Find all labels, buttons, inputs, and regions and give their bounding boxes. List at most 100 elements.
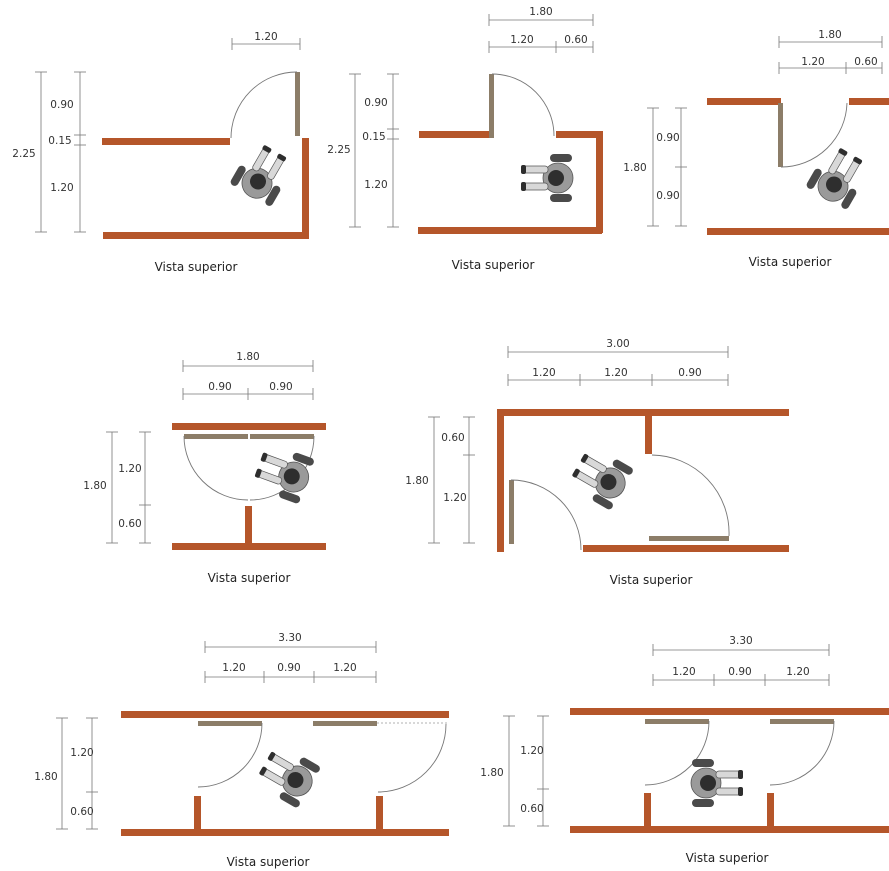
caption: Vista superior bbox=[452, 258, 535, 272]
dim-label: 1.80 bbox=[529, 6, 552, 18]
wall bbox=[103, 232, 309, 239]
wall bbox=[302, 138, 309, 238]
dim-label: 3.30 bbox=[278, 632, 301, 644]
dim-label: 2.25 bbox=[12, 148, 35, 160]
door-leaf bbox=[313, 721, 377, 726]
panel-7: 3.30 1.20 0.90 1.20 1.80 1.20 0.60 Vista… bbox=[480, 635, 889, 865]
dim-label: 2.25 bbox=[327, 144, 350, 156]
dim-label: 1.20 bbox=[118, 463, 141, 475]
panel-3: 1.80 1.20 0.60 1.80 0.90 0.90 Vista supe… bbox=[623, 29, 889, 269]
wall bbox=[570, 826, 889, 833]
dim-label: 3.30 bbox=[729, 635, 752, 647]
wall bbox=[121, 829, 449, 836]
door-leaf bbox=[198, 721, 262, 726]
dim-label: 3.00 bbox=[606, 338, 629, 350]
dim-label: 0.60 bbox=[118, 518, 141, 530]
dimension-left: 1.80 0.60 1.20 bbox=[405, 416, 475, 544]
dim-label: 1.20 bbox=[672, 666, 695, 678]
wall bbox=[596, 131, 603, 233]
door-leaf bbox=[778, 103, 783, 167]
dimension-left: 1.80 1.20 0.60 bbox=[34, 717, 98, 830]
wall bbox=[556, 131, 602, 138]
dim-label: 1.80 bbox=[480, 767, 503, 779]
dim-label: 1.80 bbox=[623, 162, 646, 174]
door-swing bbox=[197, 722, 263, 788]
dim-label: 0.90 bbox=[269, 381, 292, 393]
dim-label: 1.80 bbox=[83, 480, 106, 492]
dim-label: 0.15 bbox=[362, 131, 385, 143]
dim-label: 0.90 bbox=[50, 99, 73, 111]
wheelchair-user-icon bbox=[804, 141, 873, 212]
dimension-left: 1.80 1.20 0.60 bbox=[83, 431, 151, 544]
dim-label: 0.90 bbox=[277, 662, 300, 674]
door-leaf bbox=[489, 74, 494, 138]
wheelchair-user-icon bbox=[565, 443, 636, 512]
dimension-left: 2.25 0.90 0.15 1.20 bbox=[12, 71, 86, 233]
dim-label: 0.90 bbox=[656, 132, 679, 144]
dim-label: 1.80 bbox=[818, 29, 841, 41]
dim-label: 0.90 bbox=[728, 666, 751, 678]
dim-label: 1.20 bbox=[443, 492, 466, 504]
dim-label: 0.90 bbox=[364, 97, 387, 109]
wheelchair-user-icon bbox=[690, 758, 744, 808]
caption: Vista superior bbox=[155, 260, 238, 274]
door-swing bbox=[510, 479, 582, 551]
wall bbox=[418, 227, 602, 234]
door-swing bbox=[769, 720, 835, 786]
dim-label: 0.90 bbox=[208, 381, 231, 393]
caption: Vista superior bbox=[208, 571, 291, 585]
dimension-top: 3.30 1.20 0.90 1.20 bbox=[204, 632, 377, 683]
wheelchair-user-icon bbox=[252, 741, 323, 810]
dim-label: 1.20 bbox=[786, 666, 809, 678]
dim-label: 1.80 bbox=[34, 771, 57, 783]
wall bbox=[645, 411, 652, 454]
caption: Vista superior bbox=[686, 851, 769, 865]
wall bbox=[194, 796, 201, 832]
dim-label: 0.90 bbox=[678, 367, 701, 379]
dim-label: 0.15 bbox=[48, 135, 71, 147]
caption: Vista superior bbox=[610, 573, 693, 587]
wall bbox=[707, 228, 889, 235]
dimension-left: 1.80 0.90 0.90 bbox=[623, 107, 687, 227]
dim-label: 0.60 bbox=[854, 56, 877, 68]
dimension-left: 2.25 0.90 0.15 1.20 bbox=[327, 73, 399, 228]
door-leaf bbox=[770, 719, 834, 724]
dimension-left: 1.80 1.20 0.60 bbox=[480, 715, 549, 827]
dimension-top: 1.20 bbox=[231, 31, 301, 50]
panel-4: 1.80 0.90 0.90 1.80 1.20 0.60 Vista supe… bbox=[83, 351, 326, 585]
dim-label: 1.20 bbox=[532, 367, 555, 379]
door-swing bbox=[491, 73, 555, 137]
door-swing bbox=[644, 720, 710, 786]
dim-label: 1.20 bbox=[50, 182, 73, 194]
dim-label: 1.20 bbox=[801, 56, 824, 68]
wheelchair-user-icon bbox=[520, 153, 574, 203]
panel-5: 3.00 1.20 1.20 0.90 1.80 0.60 1.20 Vista… bbox=[405, 338, 789, 587]
wall bbox=[102, 138, 230, 145]
dim-label: 0.60 bbox=[520, 803, 543, 815]
caption: Vista superior bbox=[227, 855, 310, 869]
wall bbox=[583, 545, 789, 552]
dim-label: 1.80 bbox=[236, 351, 259, 363]
dim-label: 0.90 bbox=[656, 190, 679, 202]
dimension-top: 3.30 1.20 0.90 1.20 bbox=[652, 635, 830, 686]
dim-label: 1.20 bbox=[520, 745, 543, 757]
door-swing bbox=[183, 435, 249, 501]
dim-label: 0.60 bbox=[441, 432, 464, 444]
dim-label: 1.20 bbox=[254, 31, 277, 43]
wall bbox=[419, 131, 491, 138]
wall bbox=[767, 793, 774, 829]
dimension-top: 1.80 1.20 0.60 bbox=[488, 6, 594, 53]
dim-label: 1.20 bbox=[604, 367, 627, 379]
door-swing bbox=[230, 71, 298, 139]
door-swing bbox=[780, 102, 848, 168]
dim-label: 1.20 bbox=[222, 662, 245, 674]
dimension-top: 1.80 1.20 0.60 bbox=[778, 29, 883, 74]
wall bbox=[497, 409, 789, 416]
panel-2: 1.80 1.20 0.60 2.25 0.90 0.15 1.20 Vista… bbox=[327, 6, 603, 272]
panel-6: 3.30 1.20 0.90 1.20 1.80 1.20 0.60 Vista… bbox=[34, 632, 449, 869]
door-swing bbox=[377, 723, 447, 793]
door-leaf bbox=[295, 72, 300, 136]
wall bbox=[707, 98, 781, 105]
wall bbox=[849, 98, 889, 105]
